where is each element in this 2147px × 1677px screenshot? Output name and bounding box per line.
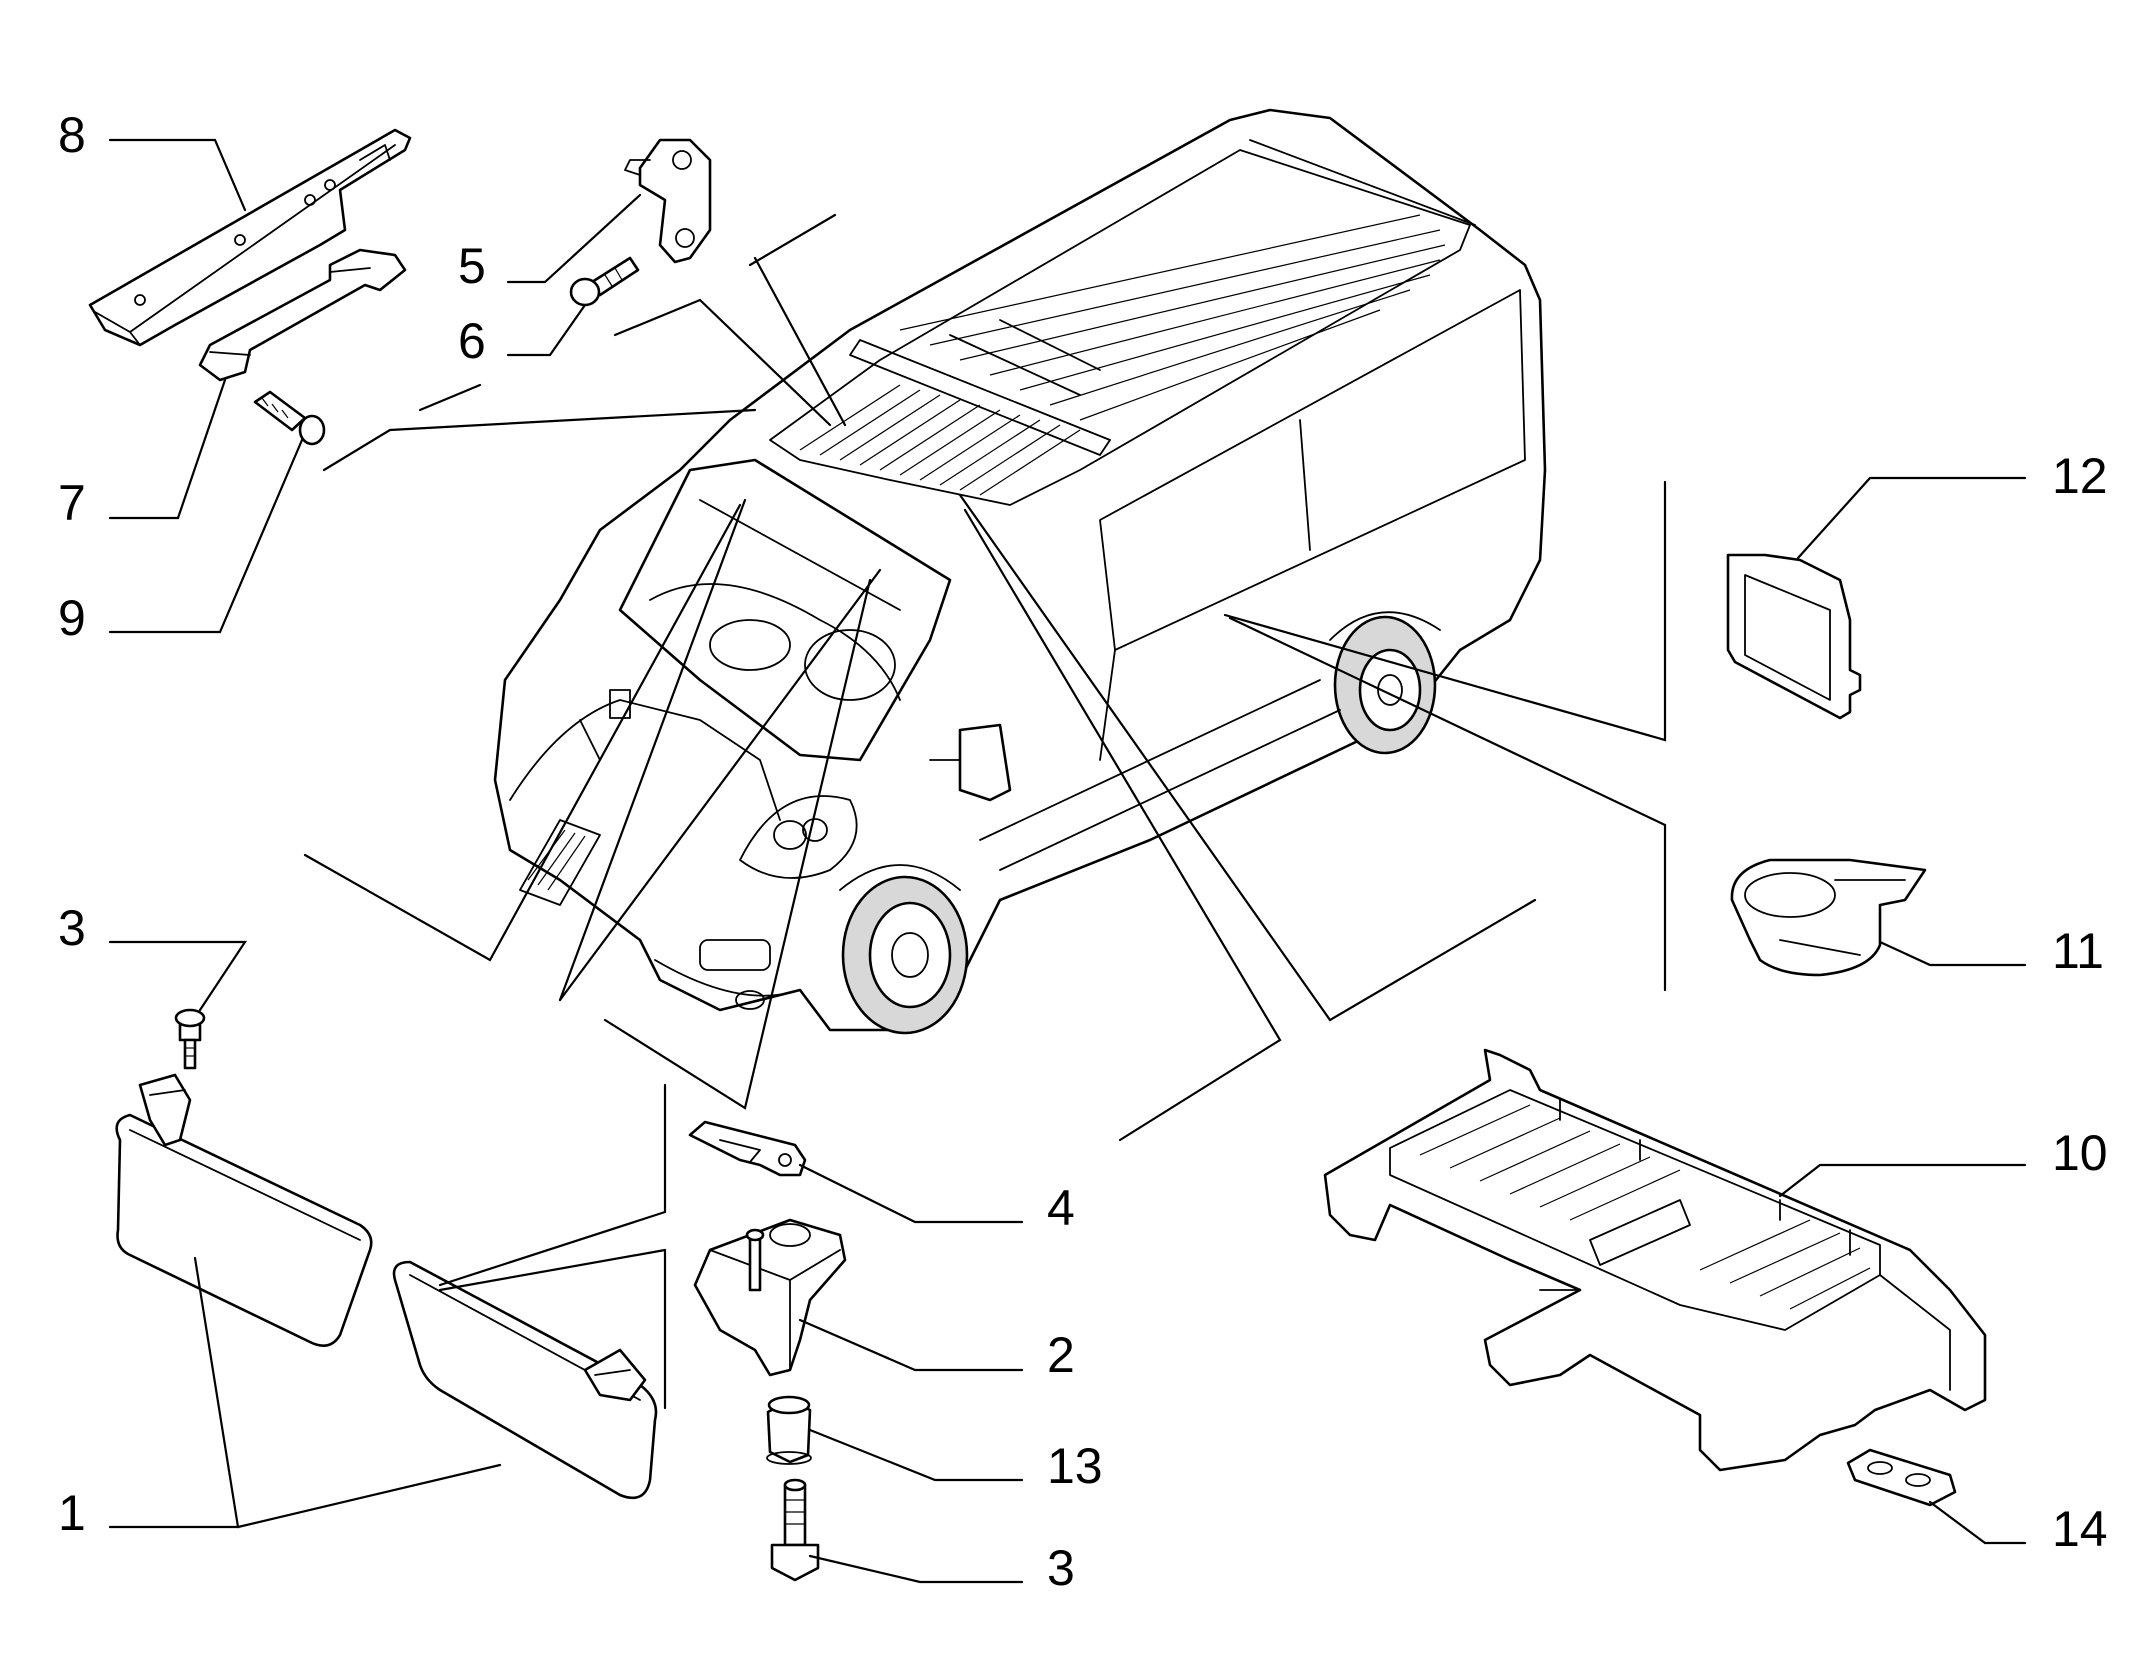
part-8-bracket — [88, 128, 412, 347]
callout-5: 5 — [458, 238, 486, 294]
van-illustration — [493, 108, 1547, 1035]
part-12-light-housing — [1726, 553, 1862, 720]
part-13-grommet — [766, 1395, 812, 1465]
part-3-bolt-lower — [770, 1478, 820, 1582]
callout-8: 8 — [58, 107, 86, 163]
part-3-screw-upper — [174, 1008, 206, 1070]
callout-13: 13 — [1047, 1438, 1103, 1494]
callout-9: 9 — [58, 590, 86, 646]
roof-ribs — [799, 214, 1446, 496]
part-5-bracket — [624, 138, 712, 264]
callout-12: 12 — [2052, 448, 2108, 504]
part-14-small-tray — [1846, 1448, 1957, 1507]
part-1-sun-visor-left — [115, 1073, 373, 1347]
callout-4: 4 — [1047, 1180, 1075, 1236]
callout-2: 2 — [1047, 1327, 1075, 1383]
part-10-rear-shelf — [1323, 1048, 1987, 1472]
callout-10: 10 — [2052, 1125, 2108, 1181]
part-6-screw — [569, 256, 640, 307]
front-wheel — [839, 864, 969, 1035]
part-1-sun-visor-right — [392, 1260, 658, 1500]
part-4-clip — [688, 1120, 807, 1177]
part-7-grab-handle — [198, 248, 407, 382]
callout-6: 6 — [458, 313, 486, 369]
leader-lines — [108, 138, 2027, 1584]
part-11-cup-holder — [1730, 858, 1927, 977]
shelf-ribs — [1419, 1104, 1871, 1310]
part-9-screw — [253, 390, 326, 446]
rear-wheel — [1329, 611, 1441, 755]
callout-labels: 8 5 6 7 9 12 11 3 10 4 2 13 1 3 14 — [58, 107, 2108, 1596]
callout-11: 11 — [2052, 923, 2104, 979]
part-2-mount-block — [693, 1218, 847, 1377]
callout-14: 14 — [2052, 1501, 2108, 1557]
callout-1: 1 — [58, 1485, 86, 1541]
callout-3-lower: 3 — [1047, 1540, 1075, 1596]
callout-3-upper: 3 — [58, 900, 86, 956]
callout-7: 7 — [58, 475, 86, 531]
